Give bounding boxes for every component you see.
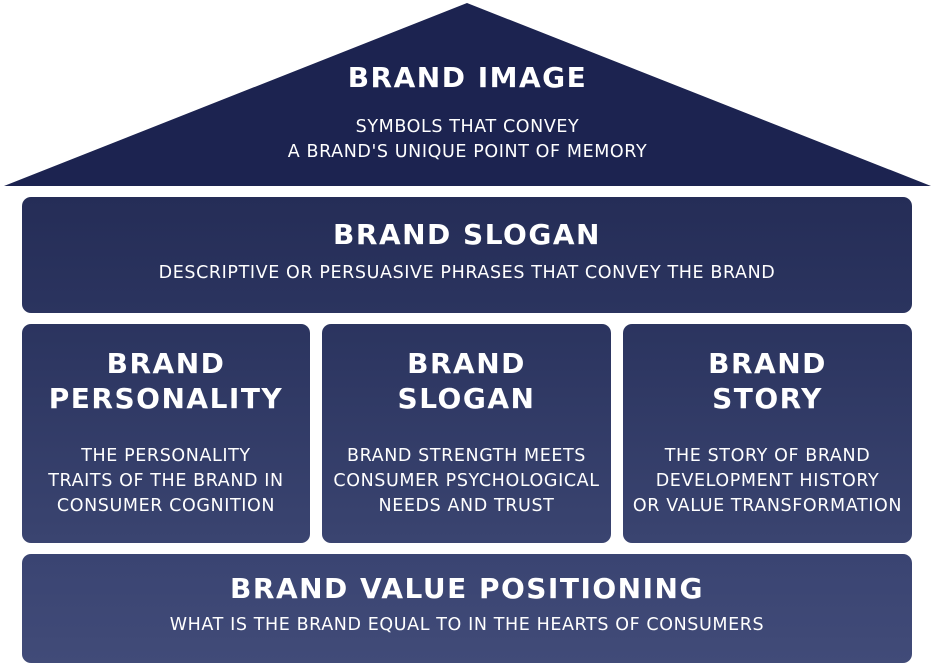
pillar-title: BRAND PERSONALITY [22,346,310,416]
pillar-description-line: OR VALUE TRANSFORMATION [632,496,903,516]
pillar-title-line: SLOGAN [397,382,536,415]
pillar-description-line: NEEDS AND TRUST [378,496,555,516]
pillar-brand-personality: BRAND PERSONALITY THE PERSONALITY TRAITS… [22,324,310,543]
pillar-description-line: CONSUMER PSYCHOLOGICAL [333,471,600,491]
pillar-brand-story: BRAND STORY THE STORY OF BRAND DEVELOPME… [623,324,912,543]
pillar-description-line: THE STORY OF BRAND [664,446,871,466]
brand-image-description: SYMBOLS THAT CONVEY A BRAND'S UNIQUE POI… [0,115,935,165]
pillar-description-line: CONSUMER COGNITION [56,496,276,516]
pillar-title-line: STORY [712,382,823,415]
pillar-description: THE STORY OF BRAND DEVELOPMENT HISTORY O… [623,444,912,519]
pillar-title-line: BRAND [407,347,526,380]
pillar-title: BRAND STORY [623,346,912,416]
brand-slogan-band: BRAND SLOGAN DESCRIPTIVE OR PERSUASIVE P… [22,197,912,313]
pillar-description-line: DEVELOPMENT HISTORY [655,471,880,491]
brand-value-positioning-band: BRAND VALUE POSITIONING WHAT IS THE BRAN… [22,554,912,663]
pillar-description: THE PERSONALITY TRAITS OF THE BRAND IN C… [22,444,310,519]
pillar-title-line: BRAND [708,347,827,380]
brand-image-title: BRAND IMAGE [347,61,588,94]
roof-triangle [4,3,931,186]
pillar-title: BRAND SLOGAN [322,346,611,416]
pillar-description-line: TRAITS OF THE BRAND IN [48,471,284,491]
brand-value-positioning-title: BRAND VALUE POSITIONING [230,572,704,605]
pillar-title-line: PERSONALITY [48,382,284,415]
brand-slogan-title: BRAND SLOGAN [333,218,601,251]
brand-value-positioning-description: WHAT IS THE BRAND EQUAL TO IN THE HEARTS… [169,615,765,635]
pillar-description-line: BRAND STRENGTH MEETS [346,446,587,466]
roof-shape [4,3,931,186]
pillar-title-line: BRAND [106,347,226,380]
brand-slogan-description: DESCRIPTIVE OR PERSUASIVE PHRASES THAT C… [158,263,776,283]
brand-image-description-line: A BRAND'S UNIQUE POINT OF MEMORY [287,142,648,162]
brand-image-description-line: SYMBOLS THAT CONVEY [355,117,580,137]
pillar-description: BRAND STRENGTH MEETS CONSUMER PSYCHOLOGI… [322,444,611,519]
pillar-brand-slogan: BRAND SLOGAN BRAND STRENGTH MEETS CONSUM… [322,324,611,543]
pillar-description-line: THE PERSONALITY [81,446,251,466]
